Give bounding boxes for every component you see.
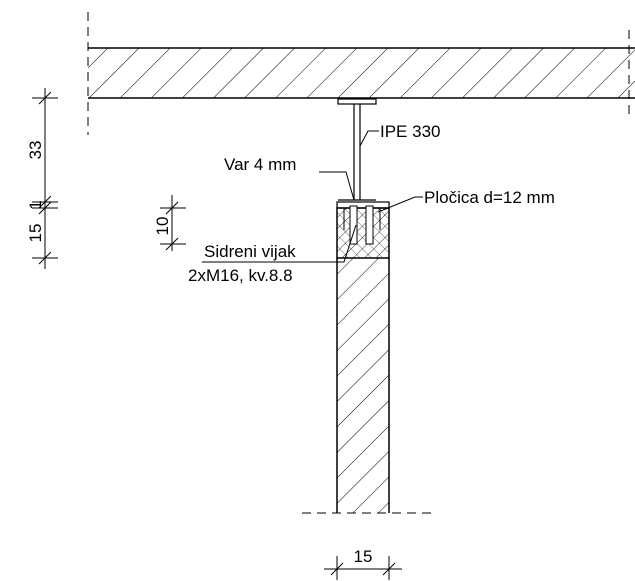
concrete-pad bbox=[336, 207, 390, 259]
dim-slab-gap: 33 bbox=[26, 141, 45, 160]
ipe-beam bbox=[337, 98, 377, 201]
dim-anchor-depth: 10 bbox=[153, 217, 172, 236]
label-anchor-bolt: Sidreni vijak bbox=[204, 242, 296, 261]
label-ipe-330: IPE 330 bbox=[380, 122, 441, 141]
anchor-bolts bbox=[343, 205, 381, 245]
label-anchor-spec: 2xM16, kv.8.8 bbox=[188, 266, 293, 285]
dim-pad-height: 15 bbox=[26, 224, 45, 243]
leader-lines bbox=[202, 130, 423, 263]
label-plate: Pločica d=12 mm bbox=[424, 188, 555, 207]
concrete-slab bbox=[87, 12, 635, 135]
left-dimension-chain: 33 1 15 bbox=[26, 88, 58, 269]
anchor-depth-dimension: 10 bbox=[153, 195, 186, 251]
annotations: IPE 330 Var 4 mm Pločica d=12 mm Sidreni… bbox=[188, 122, 555, 285]
dim-column-width: 15 bbox=[354, 547, 373, 566]
concrete-column bbox=[302, 258, 432, 514]
dim-plate-thickness: 1 bbox=[26, 200, 45, 209]
steel-plate bbox=[336, 201, 390, 209]
column-width-dimension: 15 bbox=[324, 547, 402, 580]
label-weld: Var 4 mm bbox=[224, 155, 296, 174]
